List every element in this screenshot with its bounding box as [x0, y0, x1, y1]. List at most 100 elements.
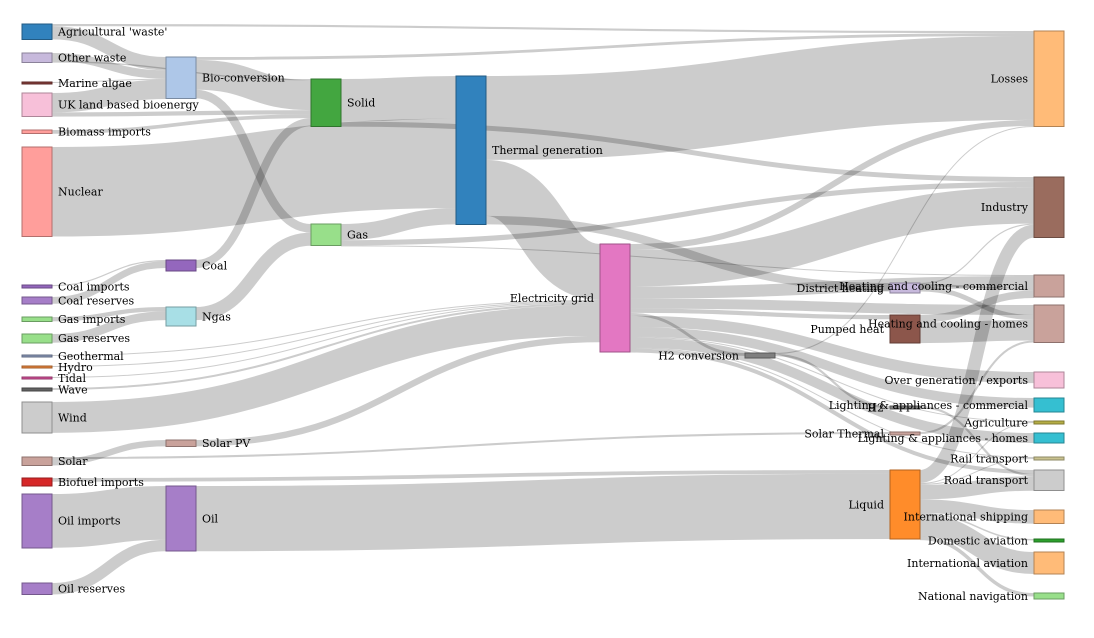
node-label-natnav: National navigation [918, 590, 1028, 603]
node-label-h2conv: H2 conversion [658, 349, 739, 362]
flow-link-bioconv-to-gas [195, 89, 312, 233]
flow-link-oilimp-to-oil [51, 485, 167, 548]
node-label-overgen: Over generation / exports [884, 374, 1028, 387]
node-wave: Wave [21, 383, 88, 396]
node-ukbio: UK land based bioenergy [21, 92, 200, 118]
flow-link-gasres-to-ngas [51, 311, 167, 343]
flow-link-h2-to-road [919, 406, 1035, 477]
node-label-industry: Industry [981, 201, 1029, 214]
node-bar-algae [21, 81, 53, 85]
node-label-geo: Geothermal [58, 350, 124, 363]
node-label-hchome: Heating and cooling - homes [868, 318, 1028, 331]
node-bar-wind [21, 401, 53, 434]
node-label-hccom: Heating and cooling - commercial [839, 280, 1028, 293]
node-coalimp: Coal imports [21, 280, 130, 293]
node-road: Road transport [944, 469, 1065, 492]
node-algae: Marine algae [21, 77, 132, 90]
flow-link-liquid-to-agriculture [919, 422, 1035, 484]
node-label-solarth: Solar Thermal [804, 427, 884, 440]
node-hccom: Heating and cooling - commercial [839, 274, 1065, 298]
node-thermal: Thermal generation [455, 75, 603, 225]
flow-link-district-to-hchome [919, 286, 1035, 320]
node-label-oil: Oil [202, 512, 219, 525]
node-label-wave: Wave [58, 383, 88, 396]
node-label-domav: Domestic aviation [928, 534, 1028, 547]
node-label-nuclear: Nuclear [58, 186, 103, 199]
node-bar-gasimp [21, 316, 53, 322]
node-wind: Wind [21, 401, 87, 434]
node-label-pumped: Pumped heat [810, 323, 884, 336]
node-district: District heating [797, 282, 921, 295]
node-bar-road [1033, 469, 1065, 492]
flow-link-agri-to-bioconv [51, 26, 167, 71]
node-gasimp: Gas imports [21, 313, 126, 326]
flow-link-ukbio-to-bioconv [51, 79, 167, 113]
sankey-links [51, 24, 1036, 597]
flow-link-grid-to-lahome [629, 337, 1035, 443]
node-bar-other [21, 52, 53, 64]
node-liquid: Liquid [848, 469, 921, 540]
node-bioconv: Bio-conversion [165, 56, 285, 99]
flow-link-liquid-to-intship [919, 499, 1035, 524]
node-label-road: Road transport [944, 474, 1029, 487]
node-lacom: Lighting & appliances - commercial [829, 397, 1065, 413]
node-bar-overgen [1033, 371, 1065, 389]
node-bioimp: Biomass imports [21, 126, 151, 139]
node-label-gas: Gas [347, 229, 368, 242]
flow-link-district-to-industry [919, 223, 1035, 285]
flow-link-pumped-to-hchome [919, 319, 1035, 344]
node-tidal: Tidal [21, 372, 86, 385]
node-oilimp: Oil imports [21, 493, 121, 549]
node-label-other: Other waste [58, 52, 126, 65]
node-rail: Rail transport [950, 452, 1065, 465]
node-coal: Coal [165, 259, 228, 272]
flow-link-thermal-to-grid [483, 159, 603, 301]
node-bar-gas [310, 223, 342, 247]
node-bar-thermal [455, 75, 487, 225]
flow-link-solar-to-solarth [51, 432, 891, 460]
node-natnav: National navigation [918, 590, 1065, 603]
flow-link-grid-to-overgen [629, 315, 1035, 384]
node-label-agriculture: Agriculture [963, 416, 1028, 429]
node-other: Other waste [21, 52, 126, 65]
node-bar-oilres [21, 582, 53, 595]
node-label-losses: Losses [991, 73, 1029, 86]
node-label-algae: Marine algae [58, 77, 132, 90]
node-label-coalimp: Coal imports [58, 280, 130, 293]
node-bar-oilimp [21, 493, 53, 549]
flow-link-coalimp-to-coal [51, 259, 167, 287]
flow-link-liquid-to-natnav [919, 536, 1035, 597]
node-hydro: Hydro [21, 361, 93, 374]
node-label-coalres: Coal reserves [58, 294, 135, 307]
node-geo: Geothermal [21, 350, 124, 363]
flow-link-coal-to-solid [195, 118, 312, 269]
node-bar-rail [1033, 456, 1065, 461]
flow-link-grid-to-industry [629, 187, 1035, 287]
node-label-h2: H2 [867, 401, 884, 414]
node-bar-ngas [165, 306, 197, 327]
node-bar-domav [1033, 538, 1065, 543]
node-solar: Solar [21, 455, 88, 468]
node-agri: Agricultural 'waste' [21, 23, 167, 40]
flow-link-bioimp-to-solid [51, 114, 312, 134]
node-label-hydro: Hydro [58, 361, 93, 374]
flow-link-h2conv-to-h2 [774, 354, 891, 409]
node-grid: Electricity grid [510, 243, 631, 353]
flow-link-grid-to-hchome [629, 298, 1035, 315]
flow-link-grid-to-pumped [629, 308, 891, 320]
node-label-gasimp: Gas imports [58, 313, 126, 326]
flow-link-gasimp-to-ngas [51, 306, 167, 322]
node-label-lahome: Lighting & appliances - homes [858, 432, 1029, 445]
flow-link-solar-to-solarpv [51, 440, 167, 466]
node-bar-coalimp [21, 284, 53, 289]
flow-link-ukbio-to-solid [51, 110, 312, 117]
flow-link-gas-to-hccom [340, 245, 1035, 276]
node-agriculture: Agriculture [963, 416, 1065, 429]
flow-link-other-to-bioconv [51, 52, 167, 79]
node-bar-bioconv [165, 56, 197, 99]
node-bar-coalres [21, 296, 53, 305]
node-label-intship: International shipping [904, 511, 1028, 524]
node-label-liquid: Liquid [848, 498, 884, 511]
flow-link-grid-to-road [629, 348, 1035, 475]
